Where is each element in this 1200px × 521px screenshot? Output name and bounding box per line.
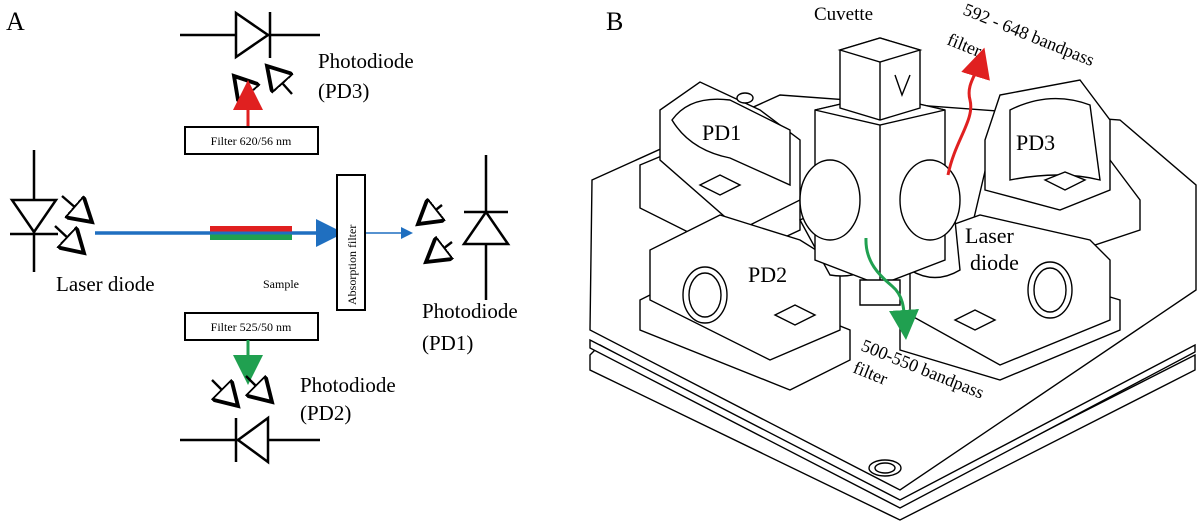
- pd2-mount-label: PD2: [748, 262, 787, 287]
- absorption-filter-label: Absorption filter: [345, 225, 359, 305]
- pd2-light-arrows-icon: [212, 376, 272, 406]
- pd2-diode-icon: [180, 415, 320, 465]
- green-emission-arrow: [864, 237, 919, 340]
- pd3-diode-icon: [180, 10, 320, 60]
- filter-top-label: Filter 620/56 nm: [211, 134, 292, 148]
- pd1-mount-label: PD1: [702, 120, 741, 145]
- pd3-label-1: Photodiode: [318, 49, 414, 73]
- filter-bottom-label: Filter 525/50 nm: [211, 320, 292, 334]
- panel-a-label: A: [6, 7, 25, 36]
- laser-mount-label-1: Laser: [965, 223, 1015, 248]
- pd2-label-2: (PD2): [300, 401, 351, 425]
- laser-emission-arrows-icon: [54, 195, 92, 253]
- pd2-label-1: Photodiode: [300, 373, 396, 397]
- pd3-label-2: (PD3): [318, 79, 369, 103]
- panel-b-label: B: [606, 7, 623, 36]
- laser-label: Laser diode: [56, 272, 155, 296]
- pd1-label-2: (PD1): [422, 331, 473, 355]
- filter-top-box: [184, 126, 319, 155]
- red-filter-label-1: 592 - 648 bandpass: [961, 0, 1098, 70]
- filter-bottom-box: [184, 312, 319, 341]
- pd1-diode-icon: [461, 155, 511, 300]
- pd1-light-arrows-icon: [418, 205, 452, 262]
- cuvette-label: Cuvette: [814, 4, 873, 25]
- pd3-mount-label: PD3: [1016, 130, 1055, 155]
- laser-diode-icon: [9, 150, 59, 272]
- red-filter-label-2: filter: [945, 29, 985, 61]
- red-emission-arrow: [946, 47, 990, 176]
- pd1-label-1: Photodiode: [422, 299, 518, 323]
- laser-mount: [899, 214, 1121, 381]
- pd3-light-arrows-icon: [234, 66, 292, 104]
- absorption-filter-box: [336, 174, 366, 311]
- cuvette: [837, 37, 923, 121]
- laser-mount-label-2: diode: [970, 250, 1019, 275]
- sample-cell: [210, 226, 292, 240]
- sample-label: Sample: [263, 277, 299, 291]
